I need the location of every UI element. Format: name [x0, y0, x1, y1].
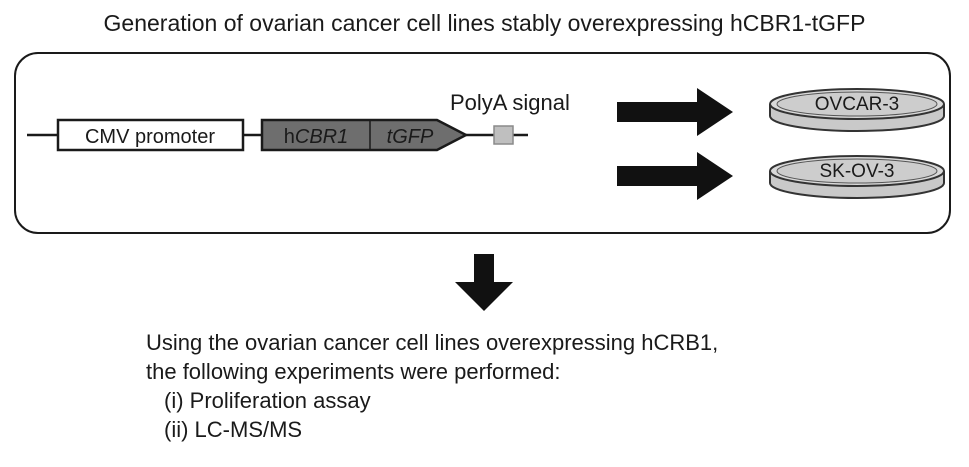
construct-panel [14, 52, 951, 234]
result-line-2: the following experiments were performed… [146, 359, 561, 384]
tag-label: tGFP [387, 126, 434, 148]
cmv-promoter-label: CMV promoter [85, 126, 215, 148]
gene-label: hCBR1 [284, 126, 348, 148]
gene-name: CBR1 [295, 126, 348, 148]
arrow-down [455, 254, 513, 311]
experiment-item-2: (ii) LC-MS/MS [164, 417, 303, 442]
dish-inner [776, 91, 938, 117]
gene-arrow [260, 118, 469, 152]
experiment-item-1: (i) Proliferation assay [164, 388, 371, 413]
polya-box [493, 125, 514, 145]
cell-line-label: OVCAR-3 [815, 94, 899, 115]
diagram-title: Generation of ovarian cancer cell lines … [103, 10, 866, 36]
arrow-right-2 [617, 152, 733, 200]
polya-label: PolyA signal [450, 90, 570, 115]
cell-line-label: SK-OV-3 [820, 161, 895, 182]
result-line-1: Using the ovarian cancer cell lines over… [146, 330, 719, 355]
cmv-promoter-box [56, 118, 245, 152]
culture-dish-ovcar3: OVCAR-3 [769, 88, 945, 132]
experiments-text: Using the ovarian cancer cell lines over… [146, 328, 718, 444]
arrow-right-1 [617, 88, 733, 136]
gene-prefix: h [284, 126, 295, 148]
dish-inner [776, 158, 938, 184]
culture-dish-skov3: SK-OV-3 [769, 155, 945, 199]
